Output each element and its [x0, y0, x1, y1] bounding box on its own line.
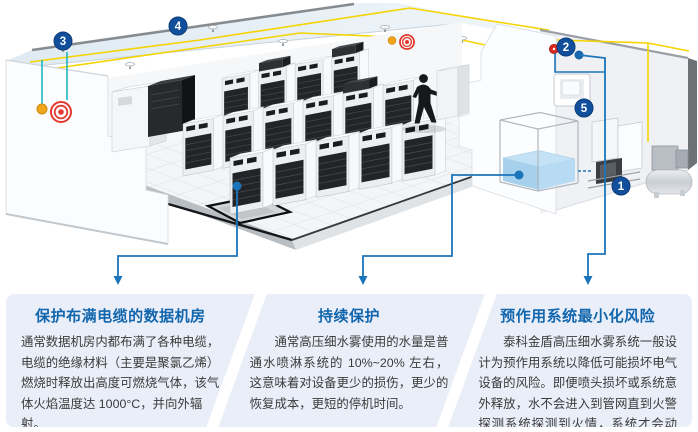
card-body: 泰科金盾高压细水雾系统一般设计为预作用系统以降低可能损坏电气设备的风险。即便喷头…	[478, 335, 678, 427]
detector-drops-left	[36, 52, 72, 123]
marker-2-badge[interactable]: 2	[556, 37, 576, 57]
info-card-continuous-protection: 持续保护 通常高压细水雾使用的水量是普通水喷淋系统的 10%~20% 左右，这意…	[235, 294, 464, 427]
heat-detection-cable-pump-room	[556, 39, 690, 142]
heat-detector-icon	[387, 36, 397, 45]
svg-text:3: 3	[60, 36, 66, 48]
card-title: 预作用系统最小化风险	[500, 308, 656, 325]
card-body: 通常数据机房内都布满了各种电缆，电缆的绝缘材料（主要是聚氯乙烯）燃烧时释放出高度…	[21, 335, 220, 427]
compressor-unit	[645, 145, 693, 198]
connector-arrow-1	[113, 181, 242, 285]
alarm-sounder-icon	[50, 101, 72, 123]
card-title: 持续保护	[318, 308, 381, 325]
marker-5-badge[interactable]: 5	[574, 98, 594, 118]
alarm-bell-panel	[553, 73, 591, 107]
alarm-sounder-icon	[399, 34, 415, 50]
marker-3-badge[interactable]: 3	[53, 31, 73, 51]
svg-text:5: 5	[581, 103, 588, 115]
connector-arrow-3	[578, 54, 606, 285]
info-band: 保护布满电缆的数据机房 通常数据机房内都布满了各种电缆，电缆的绝缘材料（主要是聚…	[6, 294, 692, 427]
water-mist-piping	[554, 53, 604, 172]
svg-text:4: 4	[175, 21, 182, 33]
info-card-cables: 保护布满电缆的数据机房 通常数据机房内都布满了各种电缆，电缆的绝缘材料（主要是聚…	[6, 294, 235, 427]
marker-4-badge[interactable]: 4	[168, 16, 188, 36]
detectors-mid-ceiling	[387, 34, 415, 50]
svg-text:1: 1	[618, 181, 625, 193]
datacenter-isometric-diagram: 1 2 3 4 5	[5, 2, 697, 285]
connector-arrow-2	[358, 170, 524, 285]
heat-detector-icon	[36, 103, 48, 115]
marker-1-badge[interactable]: 1	[611, 176, 631, 196]
card-title: 保护布满电缆的数据机房	[35, 308, 206, 325]
sprinkler-pipe	[31, 2, 355, 52]
svg-text:2: 2	[563, 42, 569, 54]
info-card-preaction-risk: 预作用系统最小化风险 泰科金盾高压细水雾系统一般设计为预作用系统以降低可能损坏电…	[463, 294, 692, 427]
equipment-pedestal	[436, 64, 470, 121]
network-cabinet	[148, 75, 195, 137]
card-body: 通常高压细水雾使用的水量是普通水喷淋系统的 10%~20% 左右，这意味着对设备…	[249, 335, 449, 411]
